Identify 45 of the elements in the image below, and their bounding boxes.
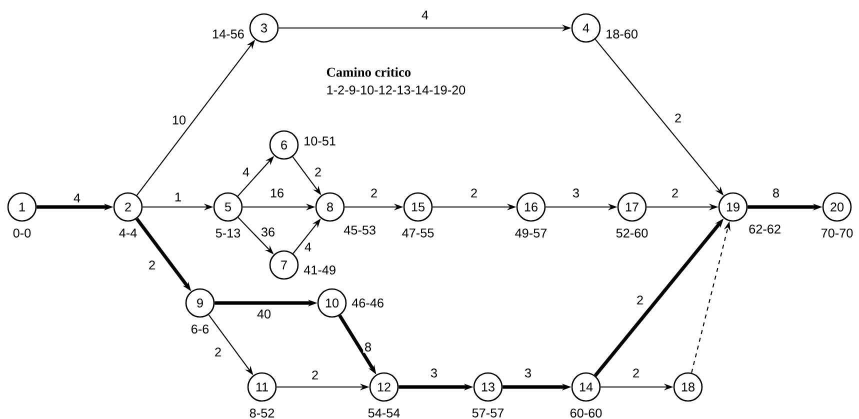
time-label: 14-56 [212, 30, 244, 38]
edge-label: 2 [675, 114, 681, 122]
edge-label: 2 [471, 188, 477, 198]
edge-label: 1 [175, 192, 181, 202]
time-label: 10-51 [304, 136, 336, 146]
time-label: 46-46 [352, 298, 384, 308]
edge-label: 4 [242, 168, 250, 176]
edge-label: 10 [172, 116, 186, 124]
time-label: 70-70 [821, 228, 853, 238]
edge-label: 4 [304, 242, 312, 252]
edge-label: 4 [422, 10, 428, 20]
time-label: 0-0 [13, 228, 31, 238]
edge-label: 3 [430, 368, 437, 378]
heading: Camino critico [326, 67, 411, 77]
time-label: 54-54 [368, 408, 400, 418]
time-label: 49-57 [515, 228, 547, 238]
time-label: 18-60 [606, 30, 638, 38]
edge-label: 8 [773, 188, 779, 198]
edge-label: 16 [270, 188, 284, 198]
time-label: 57-57 [472, 408, 504, 418]
edge-label: 3 [572, 188, 579, 198]
edge-label: 2 [149, 260, 155, 270]
edge-label: 2 [637, 296, 643, 304]
edge-label: 4 [74, 194, 80, 202]
time-label: 60-60 [570, 408, 602, 418]
edge-label: 36 [261, 228, 274, 236]
time-label: 47-55 [402, 228, 434, 238]
edge-label: 2 [371, 188, 377, 198]
time-label: 52-60 [616, 228, 648, 238]
edge-label: 2 [312, 370, 318, 380]
edge-label: 2 [315, 168, 321, 176]
time-label: 8-52 [250, 408, 274, 418]
time-label: 4-4 [119, 228, 137, 238]
edge-label: 3 [524, 368, 531, 378]
edge-label: 2 [215, 348, 221, 356]
time-label: 5-13 [216, 228, 240, 238]
time-label: 62-62 [749, 224, 780, 234]
time-label: 45-53 [344, 226, 376, 235]
edge-label: 2 [633, 368, 639, 378]
time-label: 41-49 [304, 266, 336, 274]
edge-label: 2 [672, 188, 678, 198]
edge-label: 40 [257, 310, 271, 318]
time-label: 6-6 [192, 324, 209, 334]
path-text: 1-2-9-10-12-13-14-19-20 [327, 86, 466, 94]
edge-label: 8 [365, 342, 371, 352]
